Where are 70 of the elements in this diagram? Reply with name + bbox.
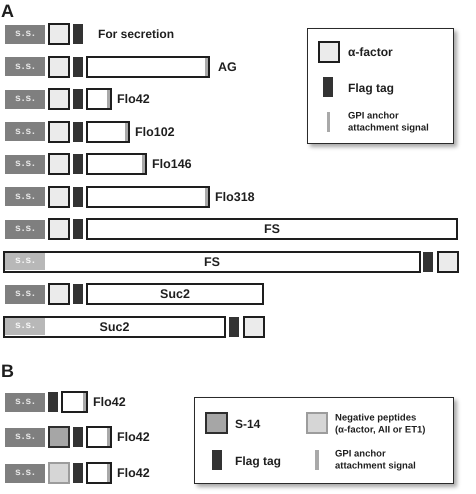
flag-tag-bar — [73, 284, 83, 304]
protein-name: Flo42 — [93, 396, 126, 408]
protein-bar — [86, 462, 112, 484]
alpha-factor-box — [48, 283, 70, 305]
legend-text: Flag tag — [348, 82, 394, 94]
protein-bar — [86, 153, 147, 175]
signal-sequence-box: s.s. — [5, 428, 45, 446]
signal-sequence-segment: s.s. — [5, 252, 45, 270]
protein-bar — [3, 316, 226, 338]
signal-sequence-box: s.s. — [5, 57, 45, 76]
protein-name: Flo146 — [152, 158, 192, 170]
alpha-factor-box — [48, 186, 70, 208]
legend-text: α-factor — [348, 46, 393, 58]
alpha-factor-box — [48, 153, 70, 175]
signal-sequence-box: s.s. — [5, 464, 45, 482]
flag-tag-bar — [73, 122, 83, 142]
protein-name: Flo102 — [135, 125, 175, 138]
alpha-factor-box — [437, 250, 459, 272]
legend-text: Flag tag — [235, 455, 282, 467]
flag-tag-bar — [73, 427, 83, 447]
negative-peptide-box — [48, 462, 70, 484]
protein-name: FS — [204, 255, 220, 268]
flag-tag-bar — [229, 316, 239, 336]
protein-bar — [86, 186, 210, 208]
flag-tag-bar — [73, 24, 83, 44]
protein-name: Flo42 — [117, 430, 150, 444]
panel-letter: A — [1, 2, 14, 20]
alpha-factor-box — [48, 120, 70, 142]
signal-sequence-box: s.s. — [5, 24, 45, 44]
alpha-factor-box — [48, 88, 70, 110]
protein-bar — [3, 250, 421, 272]
alpha-factor-box — [48, 56, 70, 78]
alpha-factor-box — [243, 316, 265, 338]
protein-name: Flo42 — [117, 466, 150, 480]
flag-tag-bar — [73, 89, 83, 109]
flag-tag-bar — [73, 219, 83, 239]
protein-bar: FS — [86, 218, 458, 240]
signal-sequence-box: s.s. — [5, 284, 45, 304]
legend-text: GPI anchor attachment signal — [335, 448, 417, 474]
s14-peptide-box — [48, 426, 70, 448]
panel-letter: B — [1, 362, 14, 380]
construct-note: For secretion — [98, 28, 174, 40]
protein-bar — [86, 426, 112, 448]
flag-tag-bar — [423, 252, 433, 272]
alpha-factor-box — [48, 218, 70, 240]
protein-name: Flo318 — [215, 190, 255, 203]
signal-sequence-box: s.s. — [5, 220, 45, 238]
signal-sequence-box: s.s. — [5, 392, 45, 412]
signal-sequence-box: s.s. — [5, 122, 45, 141]
flag-tag-bar — [73, 154, 83, 174]
protein-bar — [86, 56, 210, 78]
protein-bar: Suc2 — [86, 283, 264, 305]
protein-name: Flo42 — [117, 92, 150, 106]
flag-tag-bar — [73, 56, 83, 76]
signal-sequence-box: s.s. — [5, 90, 45, 108]
protein-name: Suc2 — [100, 320, 130, 333]
protein-name: AG — [218, 60, 237, 73]
signal-sequence-box: s.s. — [5, 187, 45, 206]
protein-bar — [61, 391, 88, 413]
legend-text: Negative peptides (α-factor, AII or ET1) — [335, 412, 426, 437]
flag-tag-bar — [73, 463, 83, 483]
flag-tag-bar — [48, 392, 58, 412]
signal-sequence-segment: s.s. — [5, 318, 45, 334]
legend-text: GPI anchor attachment signal — [348, 110, 430, 136]
protein-bar — [86, 120, 130, 142]
protein-bar — [86, 88, 112, 110]
signal-sequence-box: s.s. — [5, 154, 45, 174]
legend-text: S-14 — [235, 418, 260, 430]
alpha-factor-box — [48, 23, 70, 45]
flag-tag-bar — [73, 186, 83, 206]
